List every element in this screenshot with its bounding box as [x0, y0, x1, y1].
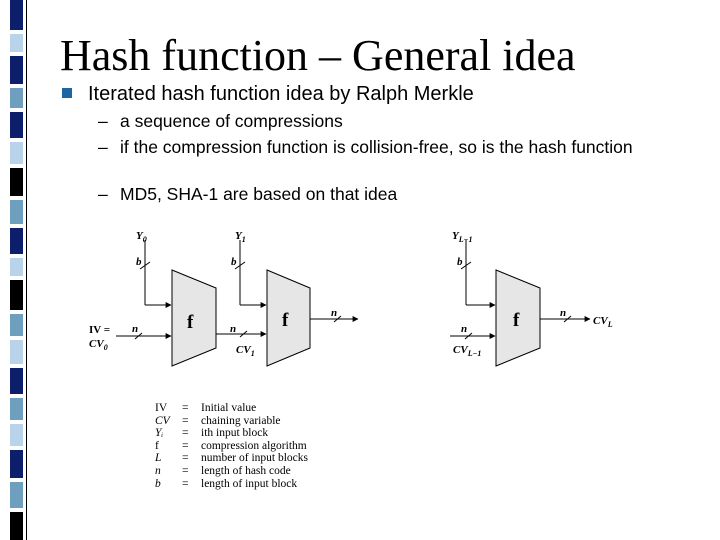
y0-main: Y [136, 230, 144, 242]
left-decorative-bar [0, 0, 27, 540]
n-label: n [132, 323, 138, 335]
iv-label: IV = [89, 324, 110, 336]
f-label: f [513, 310, 520, 331]
bar-block [10, 200, 23, 224]
legend-equals: = [182, 452, 189, 465]
dash-icon: – [98, 137, 108, 157]
slash-mark [563, 315, 572, 323]
cvl-sub: L [607, 320, 613, 329]
y0-label: Y0 [136, 230, 147, 244]
bar-block [10, 368, 23, 394]
legend-equals: = [182, 439, 189, 452]
main-bullet: Iterated hash function idea by Ralph Mer… [62, 82, 474, 106]
bar-block [10, 228, 23, 254]
bar-block [10, 314, 23, 336]
y1-sub: 1 [242, 235, 246, 244]
main-bullet-text: Iterated hash function idea by Ralph Mer… [88, 83, 474, 105]
bar-block [10, 512, 23, 540]
slide-title: Hash function – General idea [60, 31, 576, 80]
n-label: n [331, 307, 337, 319]
square-bullet-icon [62, 88, 72, 98]
compression-block-1 [171, 269, 217, 367]
bar-block [10, 398, 23, 420]
legend-description: Initial value [201, 402, 257, 414]
slash-mark [464, 332, 473, 340]
legend-symbol: Yᵢ [155, 427, 164, 440]
slash-mark [333, 315, 342, 323]
legend-description: length of hash code [201, 464, 291, 477]
dash-icon: – [98, 111, 108, 131]
legend-description: chaining variable [201, 414, 281, 427]
n-label: n [461, 323, 467, 335]
bar-block [10, 280, 23, 310]
slash-mark [239, 330, 248, 338]
y0-sub: 0 [143, 235, 147, 244]
y1-main: Y [235, 230, 243, 242]
cv1-main: CV [236, 344, 252, 356]
slash-mark [139, 261, 151, 270]
n-label: n [560, 307, 566, 319]
legend-description: compression algorithm [201, 439, 307, 452]
bar-rule [26, 0, 27, 540]
cvl-label: CVL [593, 315, 613, 329]
bar-block [10, 450, 23, 478]
legend-symbol: f [155, 439, 159, 452]
legend-description: ith input block [201, 427, 269, 440]
cvl1-label: CVL−1 [453, 344, 481, 358]
yl-sub: L−1 [458, 235, 473, 244]
merkle-iteration-diagram: f b Y0 n IV = CV0 n CV1 f b Y1 n b YL−1 … [89, 230, 613, 367]
legend-equals: = [182, 427, 189, 440]
yl-main: Y [452, 230, 460, 242]
cv0-main: CV [89, 338, 105, 350]
bar-block [10, 168, 23, 196]
f-label: f [282, 310, 289, 331]
legend-symbol: n [155, 464, 161, 477]
sub-bullet-text: MD5, SHA-1 are based on that idea [120, 184, 398, 204]
n-label: n [230, 323, 236, 335]
cv1-sub: 1 [251, 349, 255, 358]
legend-equals: = [182, 402, 189, 414]
compression-block-2 [266, 269, 311, 367]
bar-block [10, 112, 23, 138]
slash-mark [234, 261, 246, 270]
legend-symbol: L [155, 452, 162, 465]
bar-block [10, 258, 23, 276]
yl-label: YL−1 [452, 230, 472, 244]
compression-block-final [495, 269, 541, 367]
b-label: b [136, 256, 142, 268]
bar-block [10, 142, 23, 164]
bar-block [10, 56, 23, 84]
legend-equals: = [182, 477, 189, 490]
bar-block [10, 424, 23, 446]
bar-block [10, 0, 23, 30]
legend-equals: = [182, 464, 189, 477]
slash-mark [134, 332, 143, 340]
sub-bullet-text: a sequence of compressions [120, 111, 343, 131]
legend-equals: = [182, 414, 189, 427]
cv1-label: CV1 [236, 344, 255, 358]
cvl-main: CV [593, 315, 609, 327]
legend-symbol: b [155, 477, 161, 490]
b-label: b [457, 256, 463, 268]
bar-block [10, 34, 23, 52]
sub-bullet-text: if the compression function is collision… [120, 137, 633, 157]
legend-symbol: CV [155, 414, 170, 427]
cvl1-main: CV [453, 344, 469, 356]
f-label: f [187, 312, 194, 333]
b-label: b [231, 256, 237, 268]
dash-icon: – [98, 184, 108, 204]
bar-block [10, 482, 23, 508]
legend-symbol: IV [155, 402, 168, 414]
slash-mark [460, 261, 472, 270]
cvl1-sub: L−1 [467, 349, 482, 358]
legend-description: number of input blocks [201, 452, 308, 465]
bar-block [10, 88, 23, 108]
cv0-sub: 0 [104, 343, 108, 352]
y1-label: Y1 [235, 230, 246, 244]
legend-description: length of input block [201, 477, 298, 490]
bar-block [10, 340, 23, 364]
cv0-label: CV0 [89, 338, 108, 352]
